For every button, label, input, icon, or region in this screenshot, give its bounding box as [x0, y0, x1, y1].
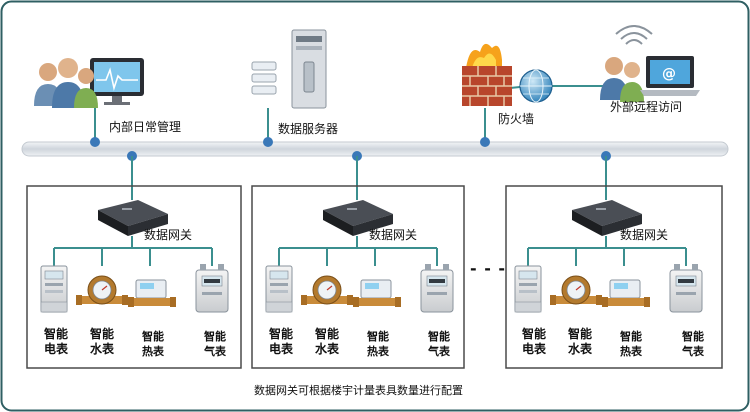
bus-node-internal	[90, 137, 100, 147]
gateway-icon	[572, 200, 642, 236]
firewall-icon	[462, 43, 512, 106]
gateway-label: 数据网关	[620, 228, 669, 242]
device-label-heat: 智能热表	[620, 330, 642, 358]
gateway-icon	[98, 200, 168, 236]
internal-management-icon	[34, 58, 144, 108]
water-meter-icon	[76, 275, 128, 305]
meter-group	[514, 200, 703, 313]
svg-text:@: @	[662, 66, 676, 82]
groups-layer	[40, 200, 703, 313]
diagram-caption: 数据网关可根据楼宇计量表具数量进行配置	[254, 384, 463, 397]
water-meter-icon	[301, 275, 353, 305]
device-label-water: 智能水表	[567, 327, 592, 356]
group-box-2	[251, 185, 465, 369]
gas-meter-icon	[420, 264, 454, 313]
electric-meter-icon	[40, 265, 68, 313]
data-server-icon	[251, 29, 327, 109]
gateway-label: 数据网关	[144, 228, 193, 242]
gas-meter-icon	[195, 264, 229, 313]
device-label-gas: 智能气表	[682, 330, 704, 358]
remote-access-label: 外部远程访问	[610, 100, 683, 114]
device-label-electric: 智能电表	[521, 327, 546, 356]
more-groups-ellipsis: - - -	[470, 259, 507, 278]
gateway-icon	[323, 200, 393, 236]
water-meter-icon	[550, 275, 602, 305]
device-label-heat: 智能热表	[367, 330, 389, 358]
bus-node-firewall	[480, 137, 490, 147]
meter-group	[265, 200, 454, 313]
device-label-heat: 智能热表	[142, 330, 164, 358]
device-label-gas: 智能气表	[204, 330, 226, 358]
electric-meter-icon	[265, 265, 293, 313]
heat-meter-icon	[353, 279, 401, 307]
device-label-electric: 智能电表	[43, 327, 68, 356]
gateway-label: 数据网关	[369, 228, 418, 242]
heat-meter-icon	[602, 279, 650, 307]
network-bus	[21, 141, 729, 157]
group-box-1	[26, 185, 242, 369]
device-label-water: 智能水表	[89, 327, 114, 356]
internal-management-label: 内部日常管理	[109, 120, 182, 134]
meter-group	[40, 200, 229, 313]
internet-globe-icon	[519, 69, 553, 103]
data-server-label: 数据服务器	[278, 122, 339, 136]
device-label-gas: 智能气表	[428, 330, 450, 358]
gas-meter-icon	[669, 264, 703, 313]
heat-meter-icon	[128, 279, 176, 307]
electric-meter-icon	[514, 265, 542, 313]
bus-node-server	[263, 137, 273, 147]
group-box-3	[505, 185, 723, 369]
firewall-label: 防火墙	[498, 112, 535, 126]
remote-access-icon: @	[600, 25, 700, 102]
device-label-water: 智能水表	[314, 327, 339, 356]
device-label-electric: 智能电表	[268, 327, 293, 356]
